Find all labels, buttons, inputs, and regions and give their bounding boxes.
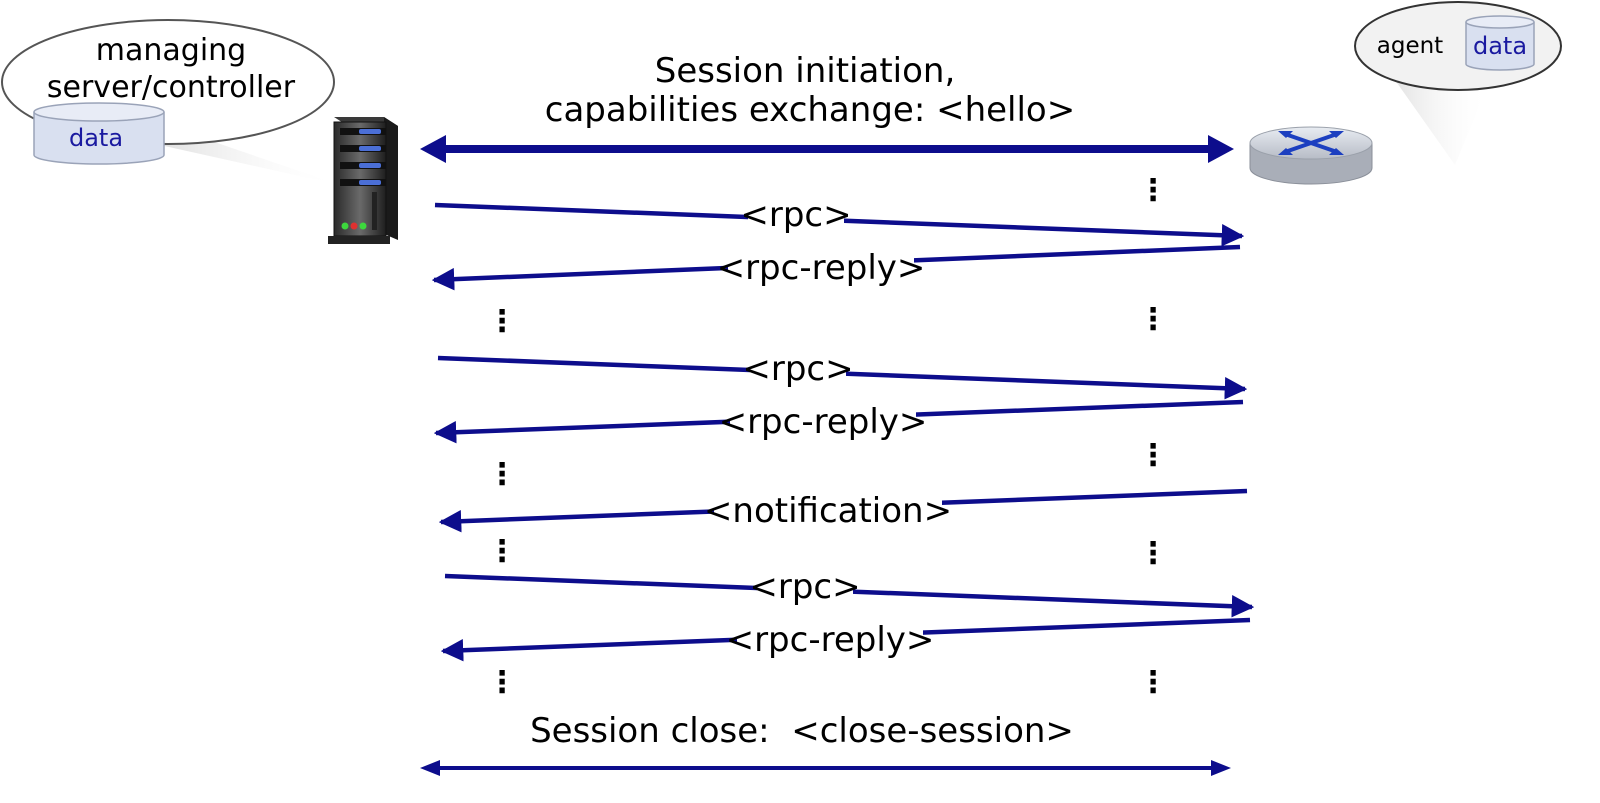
ellipsis-agent-4: ⋮ — [1138, 536, 1168, 571]
ellipsis-manager-2: ⋮ — [487, 457, 517, 492]
msg-label-rpc-3: <rpc> — [749, 567, 860, 607]
manager-data-label: data — [69, 124, 123, 152]
router-icon — [1249, 126, 1373, 185]
manager-bubble-line1: managing — [96, 33, 246, 68]
ellipsis-markers: ⋮ ⋮ ⋮ ⋮ ⋮ ⋮ ⋮ ⋮ ⋮ — [487, 173, 1168, 700]
ellipsis-agent-2: ⋮ — [1138, 302, 1168, 337]
agent-label: agent — [1377, 33, 1443, 59]
ellipsis-agent-3: ⋮ — [1138, 438, 1168, 473]
ellipsis-manager-3: ⋮ — [487, 534, 517, 569]
hello-arrow — [420, 135, 1234, 163]
msg-label-notification: <notification> — [704, 491, 952, 531]
agent-callout-tail — [1395, 80, 1490, 165]
agent-data-store-icon: data — [1465, 15, 1535, 71]
manager-bubble-line2: server/controller — [47, 70, 296, 105]
server-icon — [328, 117, 398, 244]
ellipsis-agent-1: ⋮ — [1138, 173, 1168, 208]
msg-label-rpc-reply-3: <rpc-reply> — [726, 620, 935, 660]
agent-callout: agent data — [1354, 1, 1562, 165]
message-labels: <rpc> <rpc-reply> <rpc> <rpc-reply> <not… — [704, 195, 952, 660]
manager-callout: managing server/controller data — [1, 19, 340, 185]
agent-data-label: data — [1473, 32, 1527, 60]
session-init-line1: Session initiation, — [655, 51, 956, 91]
session-close-label: Session close: <close-session> — [530, 711, 1074, 751]
ellipsis-manager-1: ⋮ — [487, 304, 517, 339]
msg-label-rpc-reply-1: <rpc-reply> — [717, 248, 926, 288]
msg-label-rpc-1: <rpc> — [740, 195, 851, 235]
msg-label-rpc-2: <rpc> — [742, 349, 853, 389]
manager-data-store-icon: data — [33, 102, 165, 165]
ellipsis-agent-5: ⋮ — [1138, 665, 1168, 700]
session-init-line2: capabilities exchange: <hello> — [545, 90, 1075, 130]
msg-label-rpc-reply-2: <rpc-reply> — [719, 402, 928, 442]
ellipsis-manager-4: ⋮ — [487, 665, 517, 700]
close-session-arrow — [420, 760, 1231, 776]
